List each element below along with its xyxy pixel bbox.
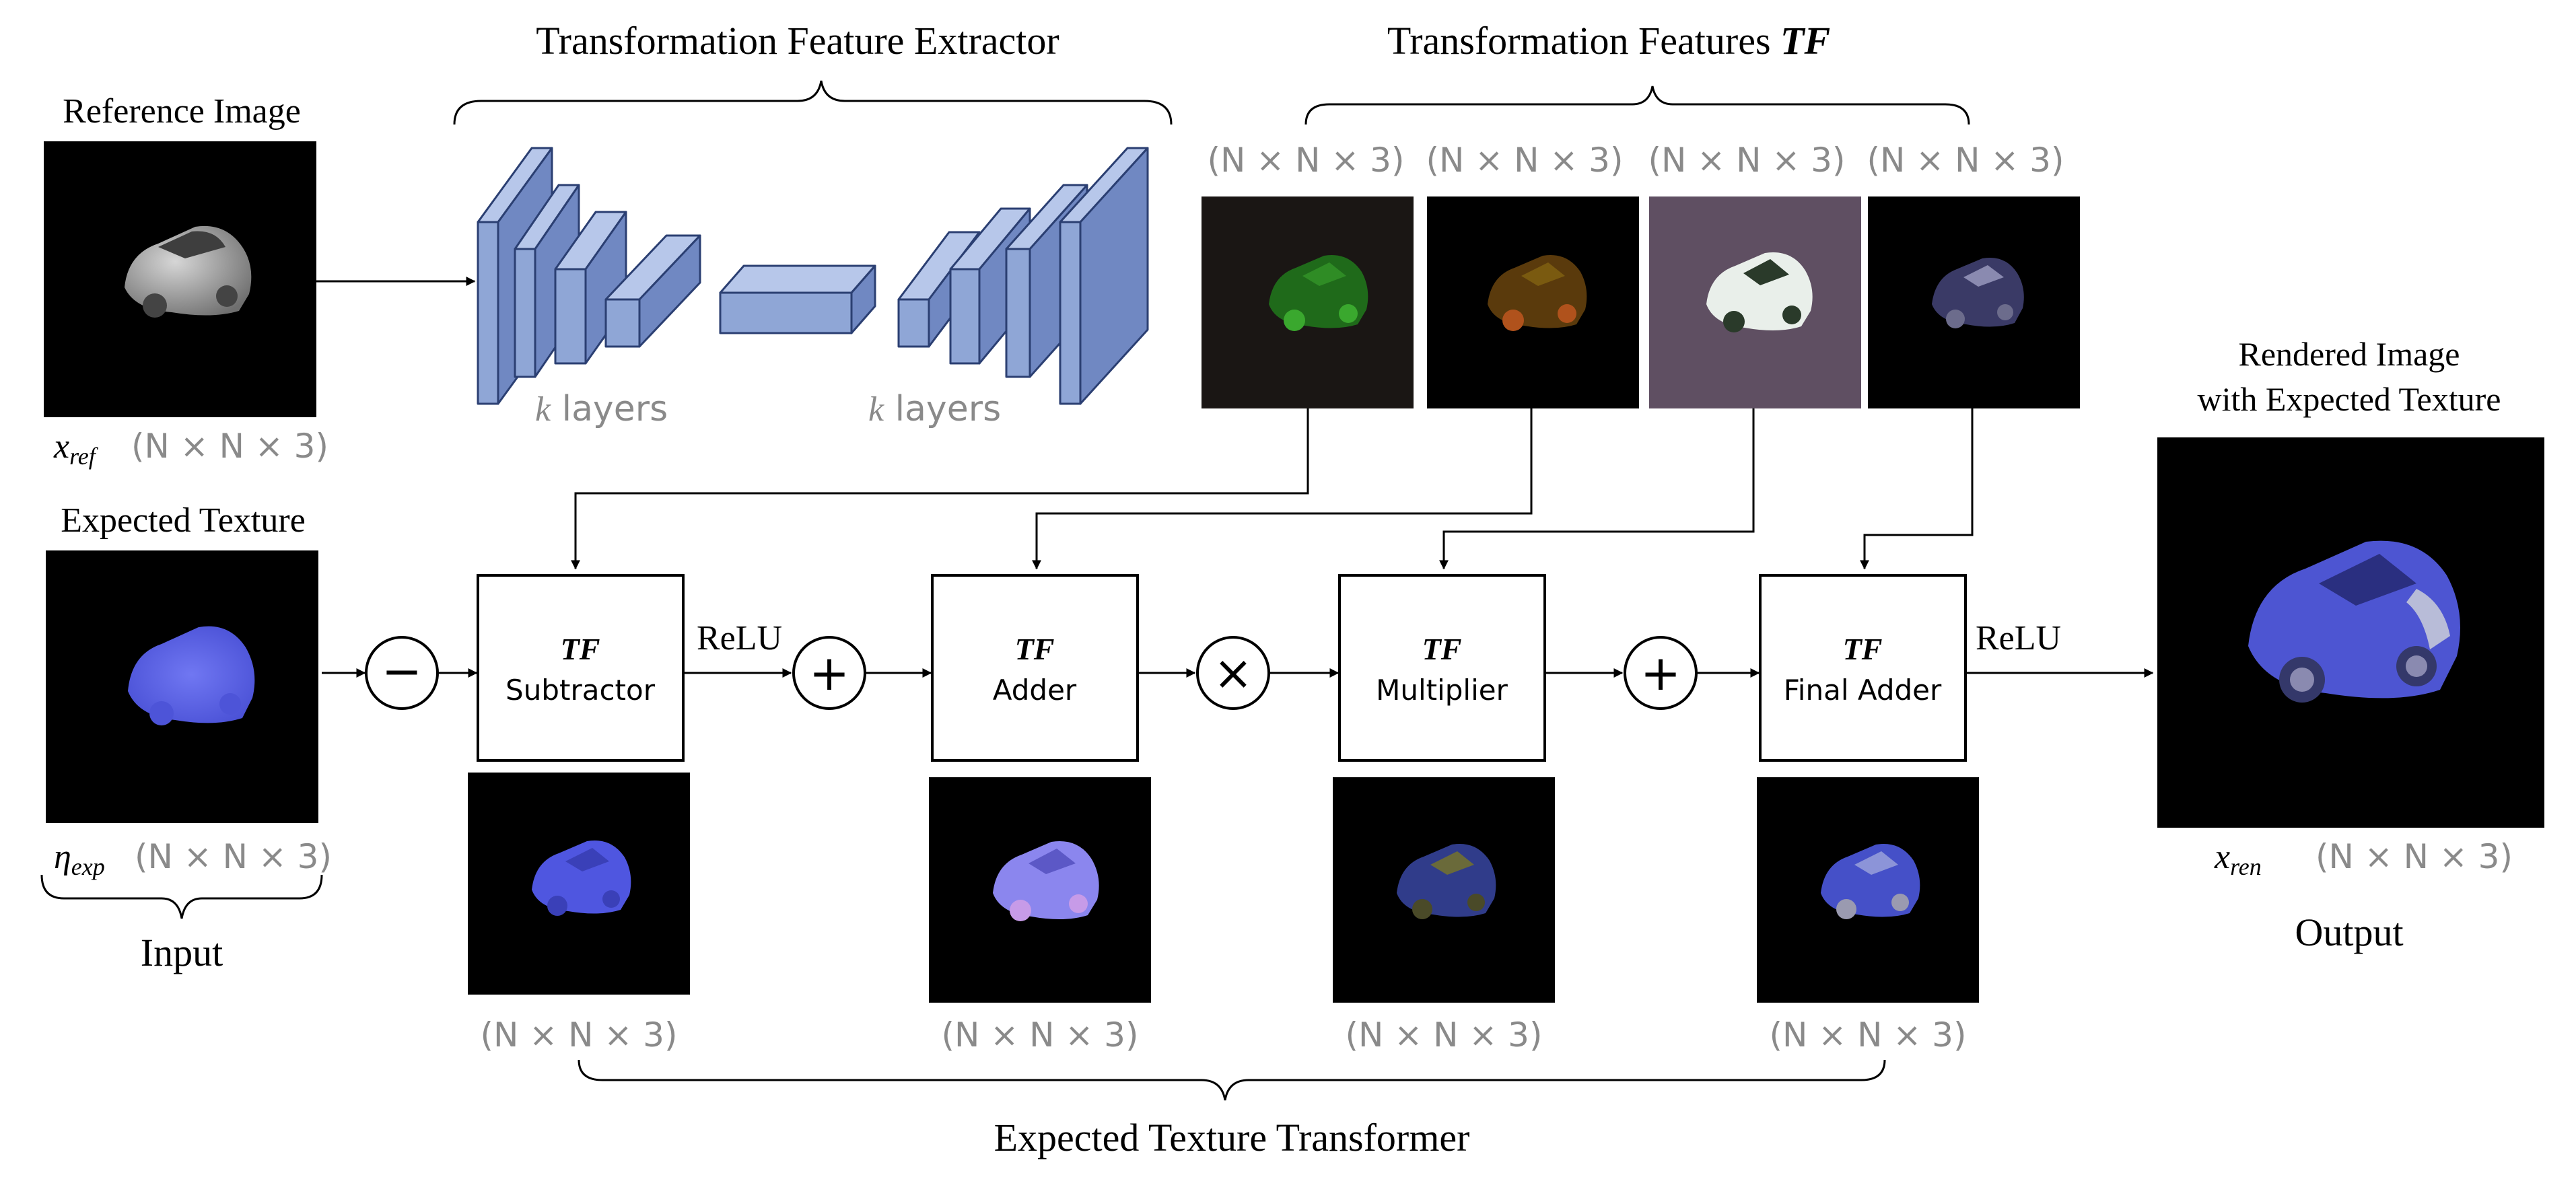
svg-text:−: − [382, 643, 422, 699]
decoder-layers-label: k layers [868, 389, 1001, 429]
svg-text:Subtractor: Subtractor [506, 674, 656, 707]
output-label: Output [2295, 910, 2403, 954]
output-var: xren [2214, 838, 2262, 880]
transformer-title: Expected Texture Transformer [994, 1116, 1470, 1159]
extractor-encoder-layers [477, 147, 701, 405]
tf-shape-1: (N × N × 3) [1208, 141, 1405, 180]
expected-texture-image [46, 550, 318, 823]
tf-subtractor-block: TF Subtractor [477, 574, 685, 762]
input-label: Input [141, 931, 223, 974]
tf-feature-image-1 [1202, 196, 1414, 408]
tf-shape-3: (N × N × 3) [1648, 141, 1846, 180]
multiplier-output-shape: (N × N × 3) [1346, 1015, 1543, 1054]
expected-texture-shape: (N × N × 3) [135, 837, 332, 876]
svg-text:TF: TF [561, 632, 600, 666]
extractor-decoder-layers [897, 147, 1149, 405]
plus-operator-1: + [792, 636, 866, 710]
output-label-line2: with Expected Texture [2198, 380, 2501, 418]
relu-label-1: ReLU [697, 619, 782, 657]
svg-text:×: × [1214, 645, 1253, 701]
svg-text:TF: TF [1843, 632, 1883, 666]
expected-texture-var: ηexp [54, 838, 105, 880]
adder-output-shape: (N × N × 3) [942, 1015, 1139, 1054]
extractor-brace [453, 80, 1173, 125]
tf-final-adder-block: TF Final Adder [1759, 574, 1967, 762]
svg-text:Adder: Adder [993, 674, 1077, 707]
tf2-to-adder-connector [1032, 408, 1533, 570]
reference-image-label: Reference Image [63, 92, 301, 131]
output-label-line1: Rendered Image [2238, 335, 2460, 373]
extractor-title: Transformation Feature Extractor [536, 19, 1059, 63]
tf-multiplier-block: TF Multiplier [1338, 574, 1546, 762]
svg-text:TF: TF [1015, 632, 1055, 666]
features-title: Transformation Features TF [1387, 19, 1830, 63]
tf1-to-subtractor-connector [571, 408, 1309, 570]
svg-text:TF: TF [1422, 632, 1462, 666]
tf-feature-image-2 [1427, 196, 1639, 408]
svg-text:Multiplier: Multiplier [1376, 674, 1508, 707]
times-operator: × [1196, 636, 1270, 710]
plus-operator-2: + [1624, 636, 1698, 710]
adder-output-image [929, 777, 1151, 1003]
tf-adder-block: TF Adder [931, 574, 1139, 762]
tf-shape-2: (N × N × 3) [1426, 141, 1624, 180]
svg-text:Final Adder: Final Adder [1784, 674, 1942, 707]
subtractor-output-image [468, 773, 690, 995]
svg-text:+: + [809, 645, 849, 701]
encoder-layers-label: k layers [535, 389, 668, 429]
rendered-output-image [2157, 437, 2544, 828]
tf4-to-final-adder-connector [1860, 408, 1974, 570]
transformer-brace [578, 1059, 1886, 1101]
expected-texture-label: Expected Texture [61, 501, 306, 540]
final-adder-output-image [1757, 777, 1979, 1003]
subtractor-output-shape: (N × N × 3) [481, 1015, 678, 1054]
relu-label-2: ReLU [1976, 619, 2061, 657]
tf3-to-multiplier-connector [1439, 408, 1755, 570]
svg-text:+: + [1640, 645, 1681, 701]
multiplier-output-image [1333, 777, 1555, 1003]
input-brace [40, 874, 323, 919]
minus-operator: − [365, 636, 439, 710]
features-brace [1304, 85, 1970, 125]
reference-image-var: xref [53, 427, 99, 470]
reference-image-shape: (N × N × 3) [131, 427, 328, 466]
tf-shape-4: (N × N × 3) [1867, 141, 2064, 180]
output-shape: (N × N × 3) [2316, 837, 2513, 876]
tf-feature-image-3 [1649, 196, 1861, 408]
extractor-bottleneck [719, 264, 876, 334]
reference-image [44, 141, 316, 417]
tf-feature-image-4 [1868, 196, 2080, 408]
final-adder-output-shape: (N × N × 3) [1770, 1015, 1967, 1054]
